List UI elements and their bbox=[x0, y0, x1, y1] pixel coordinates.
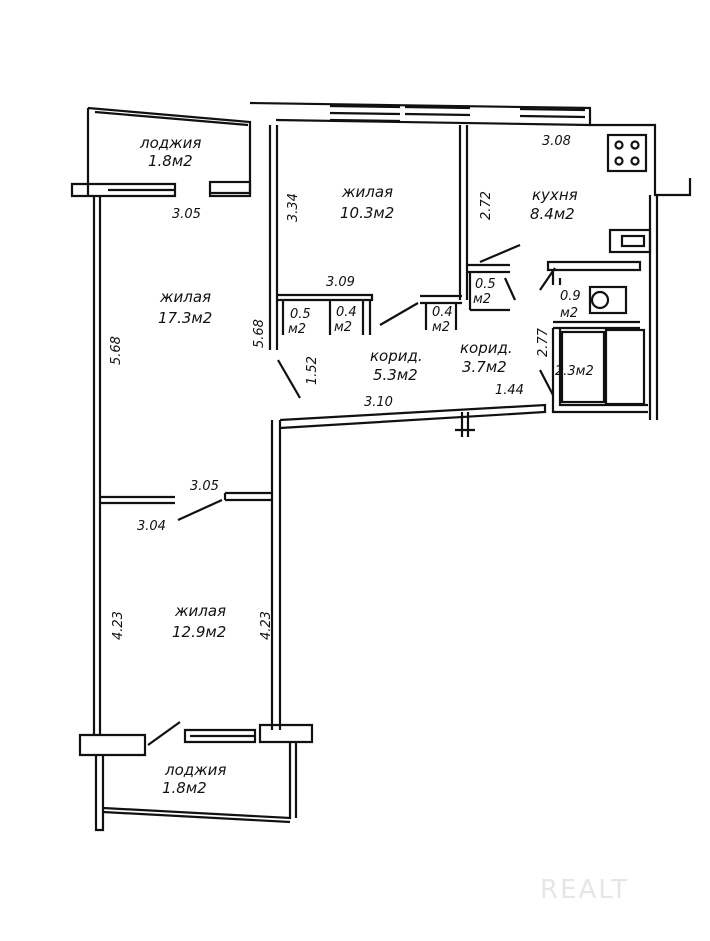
closet-4-area-b: м2 bbox=[473, 292, 491, 307]
top-window-1 bbox=[329, 104, 401, 123]
bottom-door bbox=[147, 721, 181, 746]
window-bottom bbox=[78, 723, 314, 757]
dim-kitchen-w: 3.08 bbox=[542, 134, 571, 149]
corridor-bottom-wall bbox=[279, 403, 547, 430]
left-bottom-loggia-wall bbox=[94, 755, 105, 832]
wc-walls bbox=[551, 270, 640, 330]
corridor-2-name: корид. bbox=[460, 339, 513, 357]
mid-kitchen-partition bbox=[458, 125, 469, 300]
dim-mid-3-05: 3.05 bbox=[190, 479, 219, 494]
sink-icon bbox=[608, 228, 652, 254]
dim-bottom-h-left: 4.23 bbox=[111, 611, 126, 640]
closet-4-area-a: 0.5 bbox=[475, 277, 496, 292]
dim-bath-2-77: 2.77 bbox=[536, 327, 551, 357]
kitchen-right-wall bbox=[648, 195, 659, 420]
room-bottom-area: 12.9м2 bbox=[172, 623, 226, 641]
kitchen-name: кухня bbox=[532, 186, 578, 204]
bathtub-icon bbox=[560, 330, 606, 404]
closet-3-area-b: м2 bbox=[432, 320, 450, 335]
corridor-2-area: 3.7м2 bbox=[462, 358, 507, 376]
kitchen-door bbox=[479, 243, 521, 264]
bath-area: 2.3м2 bbox=[555, 364, 594, 379]
loggia-top-rail bbox=[94, 110, 249, 127]
dim-big-h-left: 5.68 bbox=[109, 336, 124, 365]
dim-corr-1-52: 1.52 bbox=[305, 356, 320, 385]
top-window-2 bbox=[404, 105, 471, 117]
closet-door-line bbox=[379, 302, 419, 326]
corridor-1-area: 5.3м2 bbox=[373, 366, 418, 384]
closet-3-walls bbox=[420, 294, 462, 330]
hall-right-wall bbox=[270, 420, 282, 730]
loggia-bottom-outline bbox=[102, 742, 298, 824]
mid-room-bottom-wall bbox=[277, 293, 374, 302]
loggia-bottom-area: 1.8м2 bbox=[162, 779, 207, 797]
kitchen-bottom-wall bbox=[546, 260, 642, 272]
room-mid-area: 10.3м2 bbox=[340, 204, 394, 222]
dim-bottom-h-right: 4.23 bbox=[259, 611, 274, 640]
top-inner-wall bbox=[275, 118, 591, 127]
dimension-labels: 3.05 3.08 3.09 3.10 1.44 3.05 3.04 3.34 … bbox=[109, 134, 571, 640]
dim-room-mid-w: 3.09 bbox=[326, 275, 355, 290]
closet-1-walls bbox=[281, 300, 332, 335]
loggia-top-area: 1.8м2 bbox=[148, 152, 193, 170]
closet-1-area-b: м2 bbox=[288, 322, 306, 337]
dim-kitchen-h: 2.72 bbox=[479, 191, 494, 220]
walls bbox=[70, 101, 692, 832]
partition-door bbox=[177, 498, 223, 522]
dim-top-3-05: 3.05 bbox=[172, 207, 201, 222]
corridor-door bbox=[277, 359, 301, 399]
room-labels: лоджия 1.8м2 жилая 10.3м2 кухня 8.4м2 жи… bbox=[139, 134, 594, 797]
dim-room-mid-h: 3.34 bbox=[286, 193, 301, 222]
bath-door bbox=[539, 369, 554, 396]
closet-3-area-a: 0.4 bbox=[432, 305, 453, 320]
loggia-top-name: лоджия bbox=[139, 134, 201, 152]
wall-stub-top bbox=[208, 180, 252, 198]
loggia-bottom-name: лоджия bbox=[164, 761, 226, 779]
closet-1-area-a: 0.5 bbox=[290, 307, 311, 322]
closet-4-door bbox=[503, 277, 517, 301]
dim-bath-1-44: 1.44 bbox=[495, 383, 524, 398]
wc-area-a: 0.9 bbox=[560, 289, 581, 304]
corridor-stub bbox=[455, 412, 475, 437]
dim-big-h-right: 5.68 bbox=[252, 319, 267, 348]
room-big-name: жилая bbox=[159, 288, 211, 306]
corridor-1-name: корид. bbox=[370, 347, 423, 365]
closet-2-walls bbox=[361, 300, 372, 335]
closet-2-area-b: м2 bbox=[334, 320, 352, 335]
room-bottom-name: жилая bbox=[174, 602, 226, 620]
mid-room-left-wall bbox=[268, 125, 279, 350]
kitchen-area: 8.4м2 bbox=[530, 205, 575, 223]
top-outer-wall bbox=[249, 101, 692, 197]
closet-4-walls bbox=[467, 263, 510, 312]
stove-icon bbox=[606, 133, 648, 173]
top-window-3 bbox=[519, 107, 586, 119]
toilet-icon bbox=[588, 285, 628, 315]
wc-area-b: м2 bbox=[560, 306, 578, 321]
dim-corr-3-10: 3.10 bbox=[364, 395, 393, 410]
mid-partition bbox=[100, 491, 272, 505]
dim-mid-3-04: 3.04 bbox=[137, 519, 166, 534]
window-top-left bbox=[70, 182, 177, 198]
room-big-area: 17.3м2 bbox=[158, 309, 212, 327]
realt-watermark: REALT bbox=[540, 875, 629, 905]
loggia-top-outline bbox=[87, 106, 252, 195]
closet-2-area-a: 0.4 bbox=[336, 305, 357, 320]
room-mid-name: жилая bbox=[341, 183, 393, 201]
wc-door bbox=[539, 267, 556, 291]
